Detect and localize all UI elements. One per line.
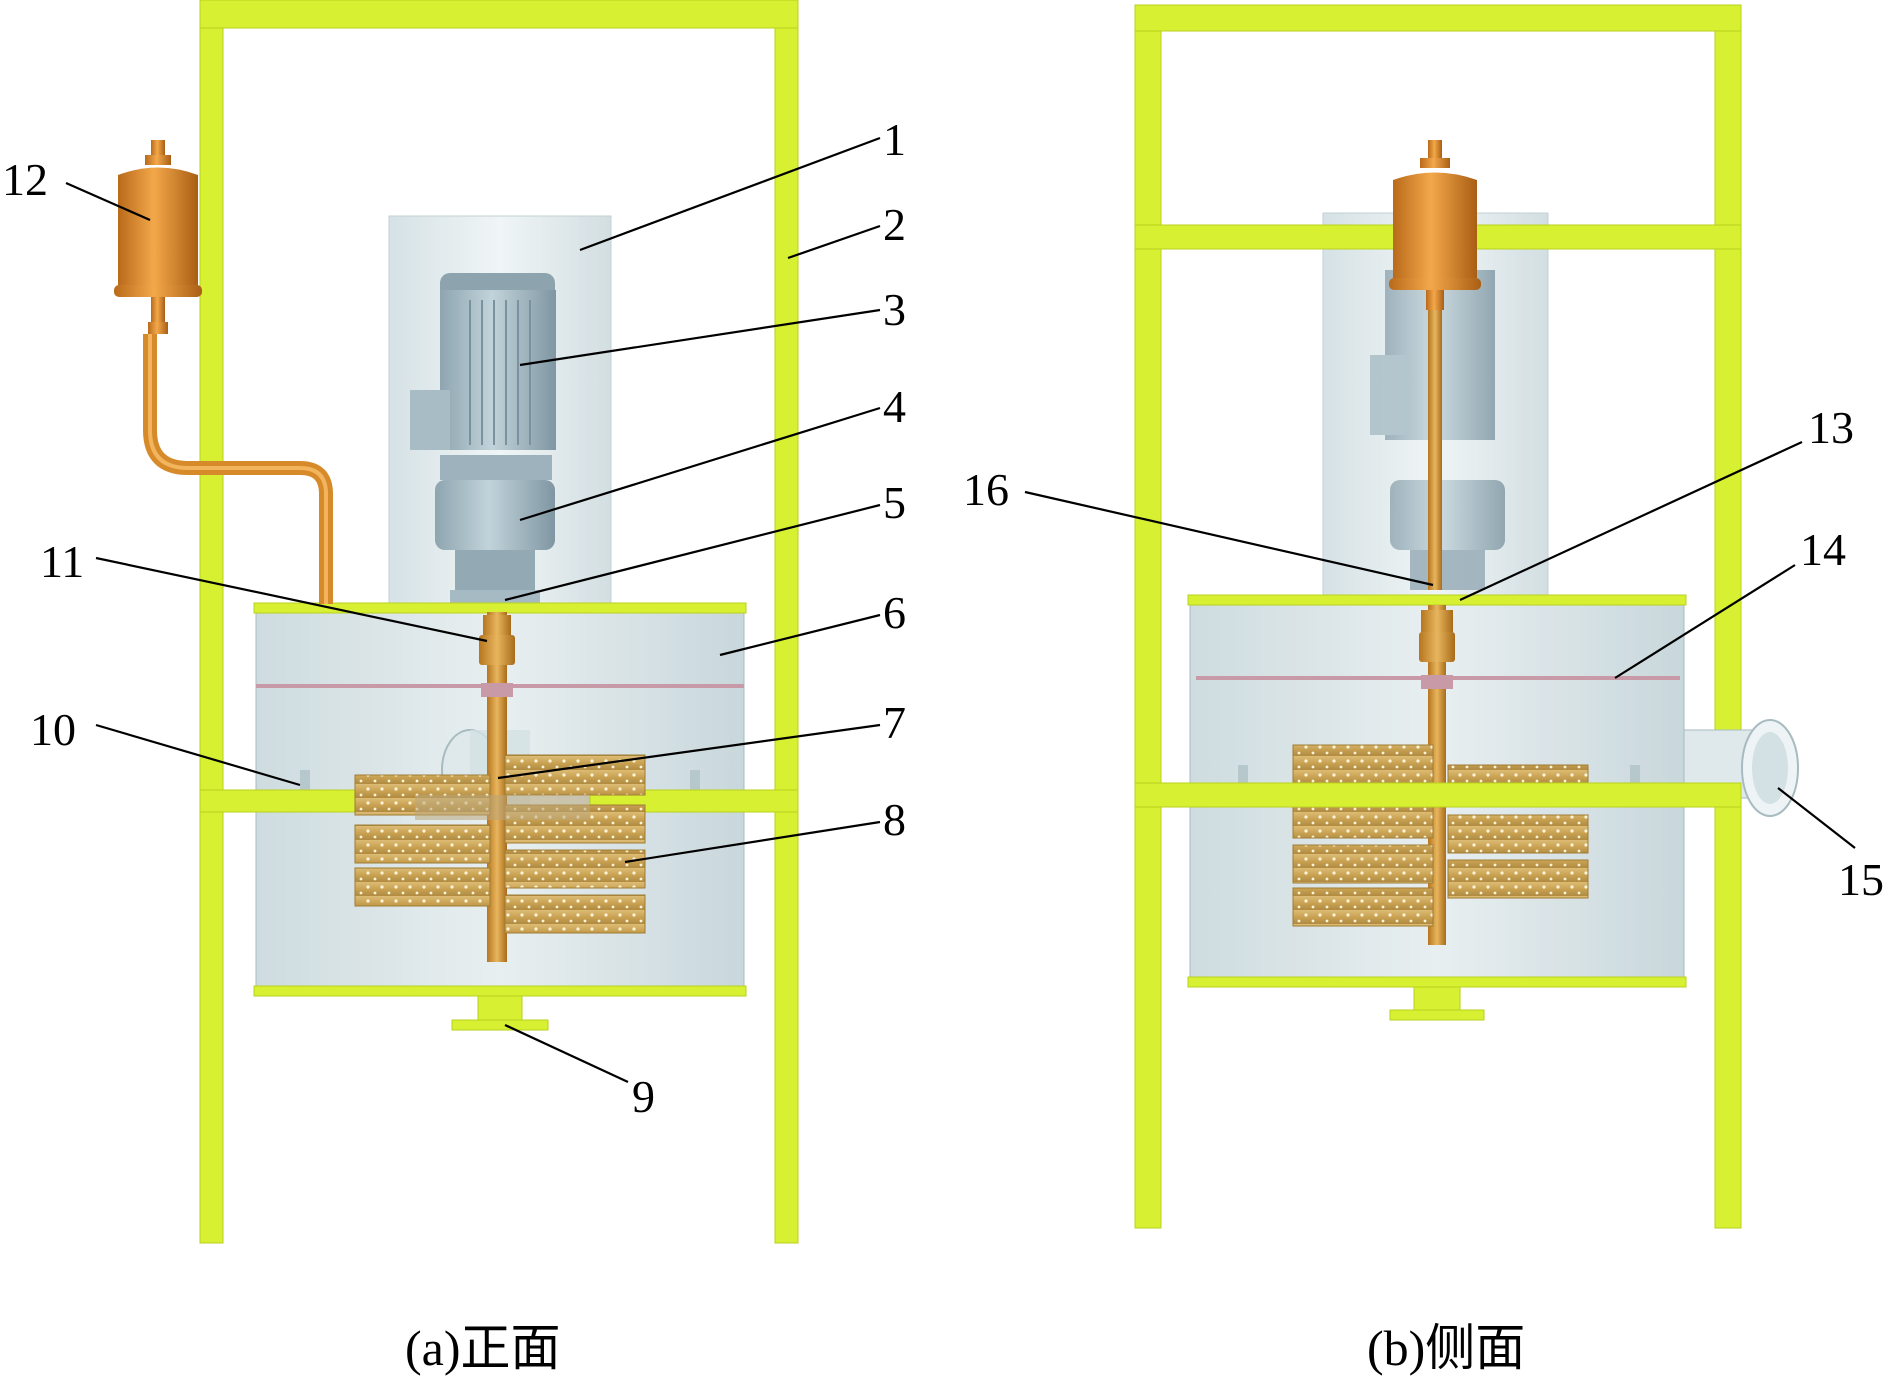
- callout-8: 8: [883, 794, 906, 845]
- callout-4: 4: [883, 381, 906, 432]
- callouts-side: 13 14 15 16: [963, 402, 1884, 905]
- callout-10: 10: [30, 704, 76, 755]
- caption-side: (b)侧面: [1367, 1320, 1525, 1376]
- callouts-front: 1 2 3 4 5 6 7 8 9 10 11 12: [2, 114, 906, 1122]
- paddles-front: [354, 754, 646, 934]
- shaft-front: [479, 612, 515, 962]
- leaders-front: [65, 136, 881, 1083]
- callout-3: 3: [883, 284, 906, 335]
- outlet-front: [451, 995, 549, 1031]
- side-view: 13 14 15 16 (b)侧面: [963, 4, 1884, 1376]
- callout-11: 11: [40, 536, 84, 587]
- callout-16: 16: [963, 464, 1009, 515]
- callout-13: 13: [1808, 402, 1854, 453]
- vent-filter-front: [114, 140, 333, 604]
- callout-9: 9: [632, 1071, 655, 1122]
- callout-15: 15: [1838, 854, 1884, 905]
- front-view: 1 2 3 4 5 6 7 8 9 10 11 12 (a)正面: [2, 0, 906, 1376]
- leaders-side: [1024, 441, 1856, 849]
- frame-crossbar-side: [1134, 782, 1742, 808]
- vent-filter-side: [1389, 140, 1481, 310]
- frame-front: [199, 0, 799, 1244]
- frame-side: [1134, 4, 1742, 1229]
- callout-6: 6: [883, 587, 906, 638]
- caption-front: (a)正面: [405, 1320, 561, 1376]
- outlet-side: [1389, 986, 1485, 1021]
- callout-7: 7: [883, 697, 906, 748]
- callout-5: 5: [883, 477, 906, 528]
- callout-14: 14: [1800, 524, 1846, 575]
- motor: [410, 273, 556, 604]
- callout-1: 1: [883, 114, 906, 165]
- callout-2: 2: [883, 199, 906, 250]
- callout-12: 12: [2, 154, 48, 205]
